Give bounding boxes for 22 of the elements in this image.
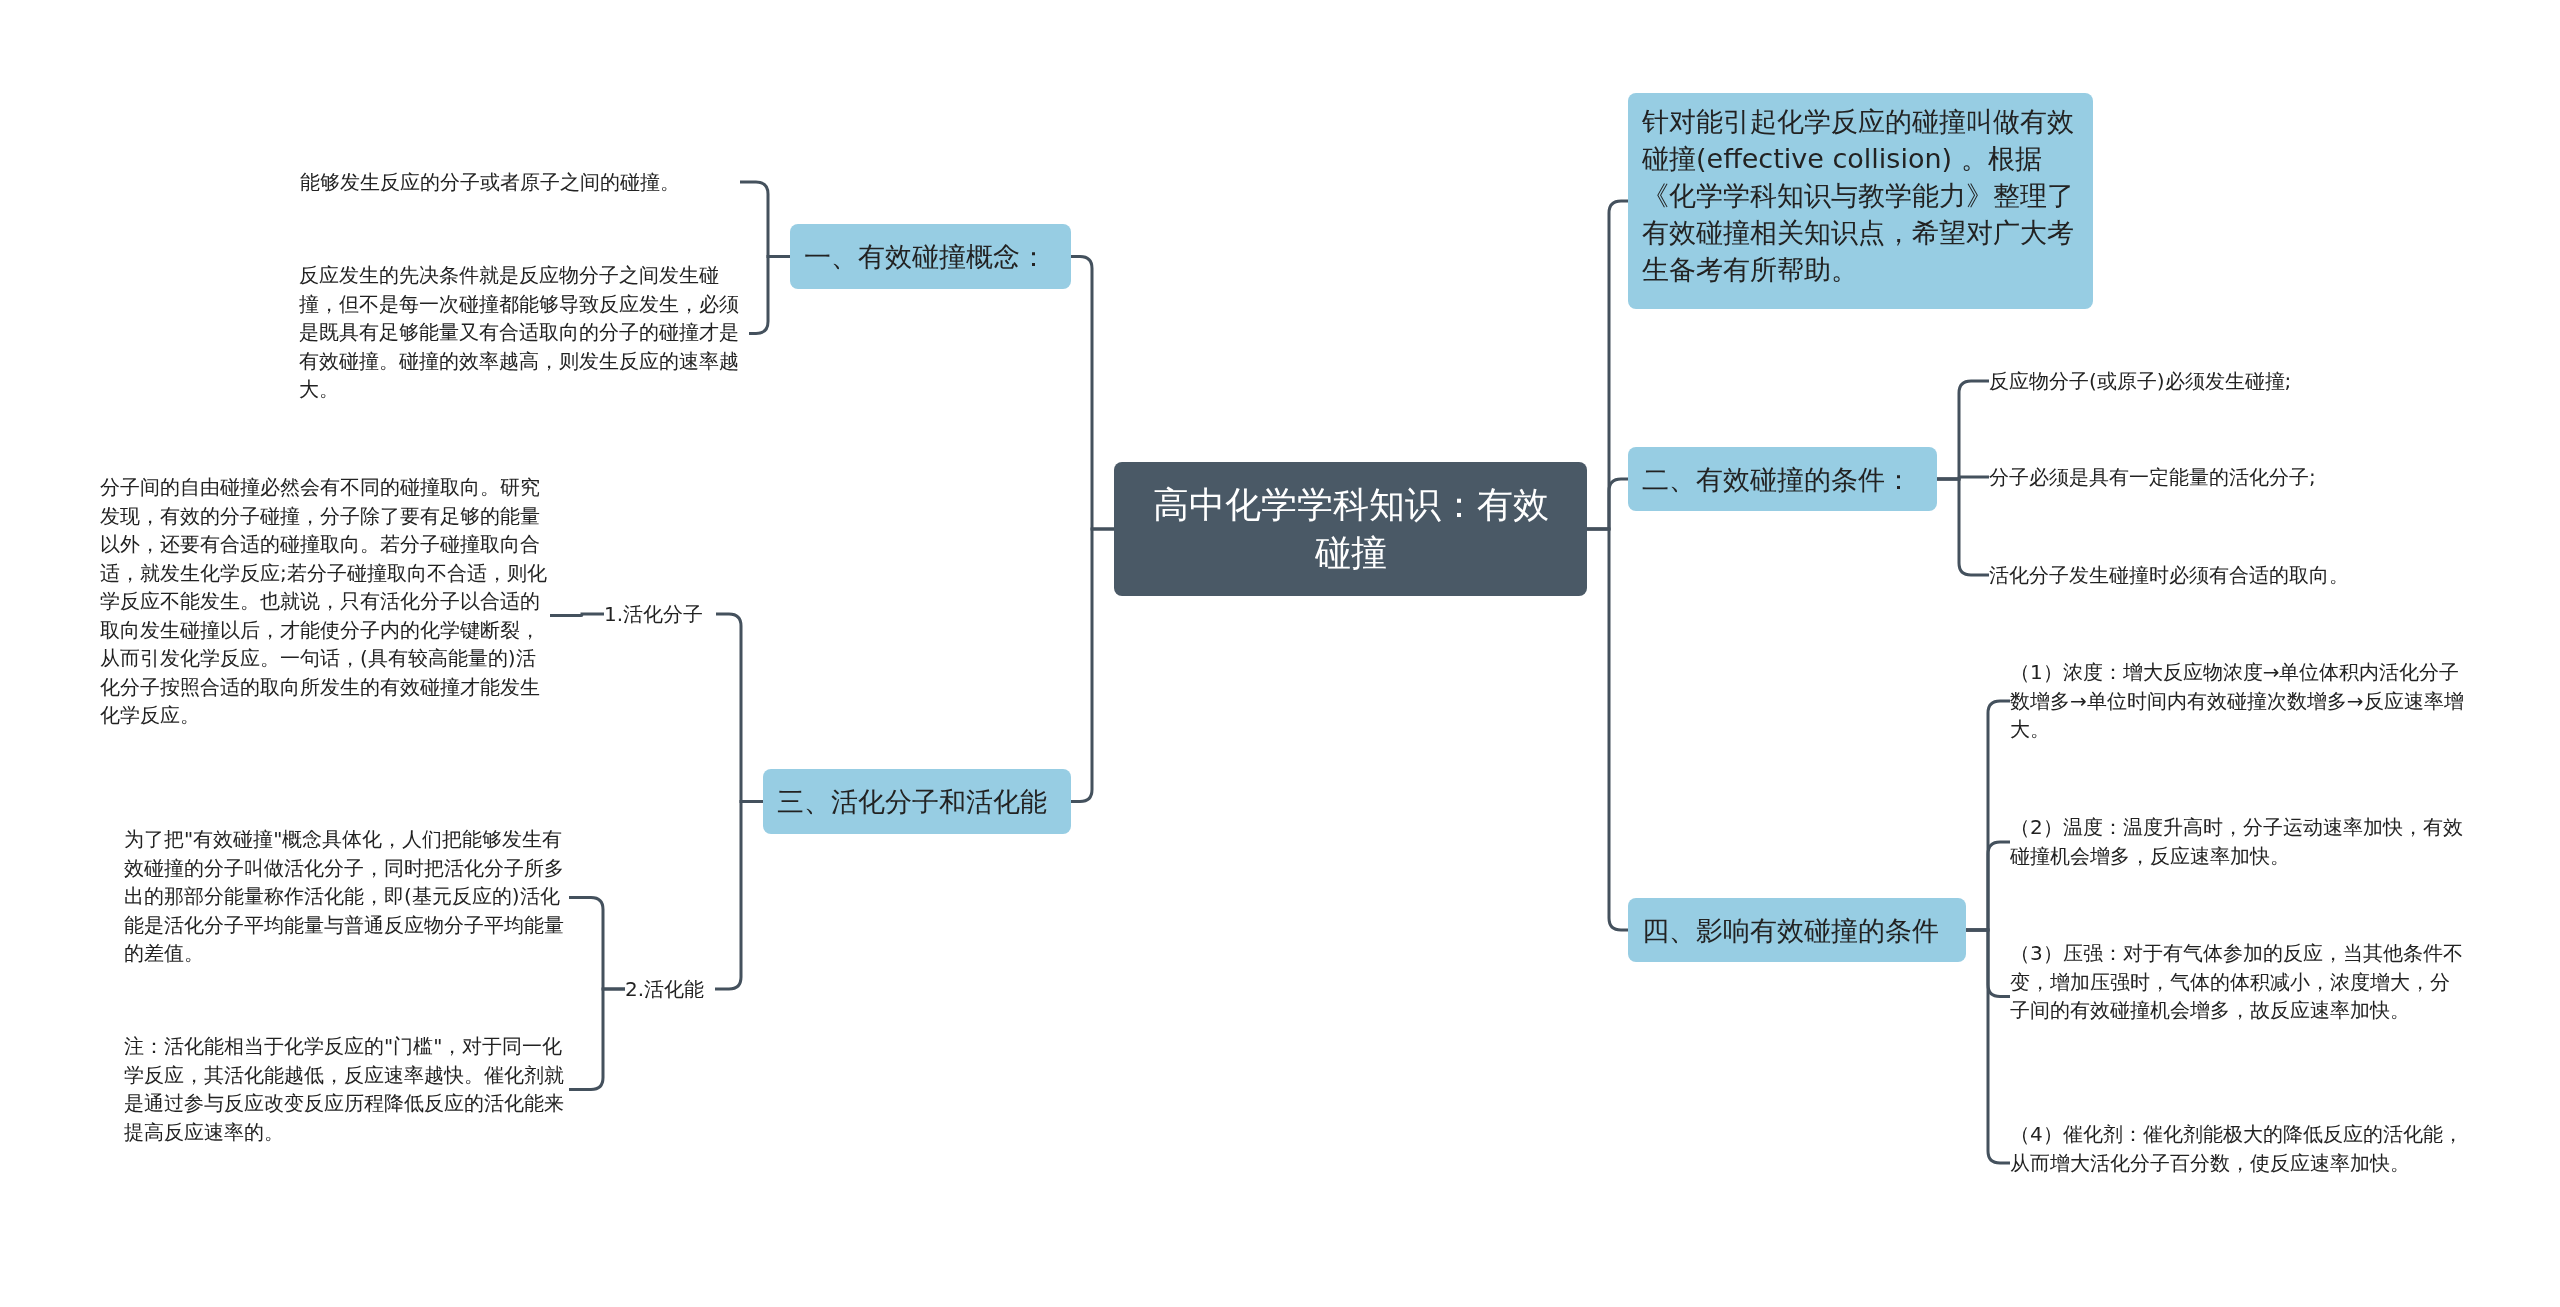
connector-line: [1071, 527, 1114, 803]
topic-box: 针对能引起化学反应的碰撞叫做有效碰撞(effective collision) 。根据《化学学科知识与教学能力》整理了有效碰撞相关知识点，希望对广大考生备考有所帮助。: [1628, 93, 2093, 309]
connector-line: [550, 612, 604, 617]
topic-text: 活化分子发生碰撞时必须有合适的取向。: [1989, 561, 2409, 590]
topic-box: 三、活化分子和活化能: [763, 769, 1071, 834]
central-topic-box: 高中化学学科知识：有效碰撞: [1114, 462, 1587, 596]
topic-text: （4）催化剂：催化剂能极大的降低反应的活化能，从而增大活化分子百分数，使反应速率加快。: [2010, 1120, 2465, 1177]
topic-text: （1）浓度：增大反应物浓度→单位体积内活化分子数增多→单位时间内有效碰撞次数增多→反应速率增大。: [2010, 658, 2465, 744]
topic-text: 分子间的自由碰撞必然会有不同的碰撞取向。研究发现，有效的分子碰撞，分子除了要有足够的能量以外，还要有合适的碰撞取向。若分子碰撞取向合适，就发生化学反应;若分子碰撞取向不合适，则化学反应不能发生。也就说，只有活化分子以合适的取向发生碰撞以后，才能使分子内的化学键断裂，从而引发化学反应。一句话，(具有较高能量的)活化分子按照合适的取向所发生的有效碰撞才能发生化学反应。: [100, 473, 550, 730]
topic-text: 2.活化能: [625, 975, 715, 1004]
topic-text: （2）温度：温度升高时，分子运动速率加快，有效碰撞机会增多，反应速率加快。: [2010, 813, 2465, 870]
topic-text: 1.活化分子: [604, 600, 716, 629]
topic-box: 一、有效碰撞概念：: [790, 224, 1071, 289]
topic-text: 分子必须是具有一定能量的活化分子;: [1989, 463, 2409, 492]
topic-text: 反应物分子(或原子)必须发生碰撞;: [1989, 367, 2389, 396]
topic-box: 四、影响有效碰撞的条件: [1628, 898, 1966, 962]
topic-text: （3）压强：对于有气体参加的反应，当其他条件不变，增加压强时，气体的体积减小，浓度增大，分子间的有效碰撞机会增多，故反应速率加快。: [2010, 939, 2465, 1025]
topic-text: 注：活化能相当于化学反应的"门槛"，对于同一化学反应，其活化能越低，反应速率越快。催化剂就是通过参与反应改变反应历程降低反应的活化能来提高反应速率的。: [124, 1032, 569, 1146]
topic-text: 反应发生的先决条件就是反应物分子之间发生碰撞，但不是每一次碰撞都能够导致反应发生，必须是既具有足够能量又有合适取向的分子的碰撞才是有效碰撞。碰撞的效率越高，则发生反应的速率越大。: [299, 261, 749, 404]
topic-box: 二、有效碰撞的条件：: [1628, 447, 1937, 511]
topic-text: 能够发生反应的分子或者原子之间的碰撞。: [300, 168, 740, 197]
topic-text: 为了把"有效碰撞"概念具体化，人们把能够发生有效碰撞的分子叫做活化分子，同时把活化分子所多出的那部分能量称作活化能，即(基元反应的)活化能是活化分子平均能量与普通反应物分子平均能量的差值。: [124, 825, 569, 968]
